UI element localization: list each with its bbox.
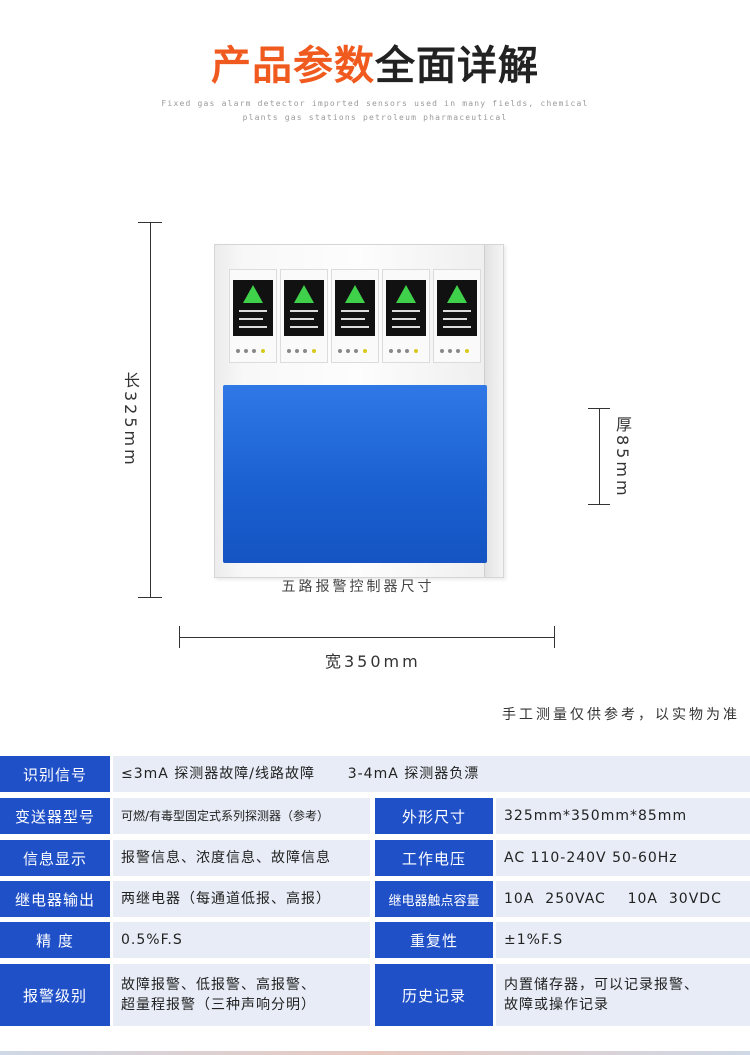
thickness-label: 厚85mm [613,416,632,499]
subtitle-line-2: plants gas stations petroleum pharmaceut… [242,113,508,122]
spec-label: 继电器触点容量 [375,881,493,917]
detector-module [382,269,430,363]
spec-label: 识别信号 [0,756,110,792]
spec-label: 变送器型号 [0,798,110,834]
spec-value: 报警信息、浓度信息、故障信息 [113,840,370,876]
spec-label: 继电器输出 [0,881,110,917]
spec-value: 0.5%F.S [113,922,370,958]
controller-cabinet [214,244,504,578]
thickness-dim-line [599,408,600,504]
spec-row: 继电器输出 两继电器（每通道低报、高报） 继电器触点容量 10A 250VAC … [0,881,750,917]
status-leds [387,349,425,354]
logo-icon [396,285,416,303]
width-label: 宽350mm [325,652,421,671]
front-blue-panel [223,385,487,563]
product-caption: 五路报警控制器尺寸 [281,579,435,595]
thickness-dim-bottom-tick [588,504,610,505]
spec-label: 精 度 [0,922,110,958]
bottom-decor-strip [0,1051,750,1055]
logo-icon [447,285,467,303]
length-dim-bottom-tick [138,597,162,598]
module-screen [233,280,273,336]
spec-value: 10A 250VAC 10A 30VDC [496,881,750,917]
logo-icon [243,285,263,303]
title-highlight: 产品参数 [211,43,375,89]
detector-module [433,269,481,363]
spec-value: ≤3mA 探测器故障/线路故障 3-4mA 探测器负漂 [113,756,750,792]
detector-module [331,269,379,363]
status-leds [234,349,272,354]
status-leds [285,349,323,354]
spec-value: 325mm*350mm*85mm [496,798,750,834]
module-screen [437,280,477,336]
width-dim-line [179,637,554,638]
spec-value: ±1%F.S [496,922,750,958]
detector-module [280,269,328,363]
module-screen [335,280,375,336]
width-dim-right-tick [554,626,555,648]
spec-row: 变送器型号 可燃/有毒型固定式系列探测器（参考） 外形尺寸 325mm*350m… [0,798,750,834]
subtitle-line-1: Fixed gas alarm detector imported sensor… [161,99,589,108]
spec-row: 信息显示 报警信息、浓度信息、故障信息 工作电压 AC 110-240V 50-… [0,840,750,876]
spec-label: 信息显示 [0,840,110,876]
spec-row: 识别信号 ≤3mA 探测器故障/线路故障 3-4mA 探测器负漂 [0,756,750,792]
spec-value: AC 110-240V 50-60Hz [496,840,750,876]
spec-row: 精 度 0.5%F.S 重复性 ±1%F.S [0,922,750,958]
logo-icon [294,285,314,303]
status-leds [336,349,374,354]
length-label: 长325mm [121,372,140,468]
status-leds [438,349,476,354]
spec-label: 工作电压 [375,840,493,876]
length-dim-line [150,222,151,597]
spec-value: 可燃/有毒型固定式系列探测器（参考） [113,798,370,834]
measurement-note: 手工测量仅供参考，以实物为准 [502,707,740,723]
module-screen [284,280,324,336]
spec-label: 历史记录 [375,964,493,1026]
module-screen [386,280,426,336]
page-subtitle: Fixed gas alarm detector imported sensor… [150,97,600,125]
spec-row: 报警级别 故障报警、低报警、高报警、 超量程报警（三种声响分明） 历史记录 内置… [0,964,750,1026]
page-title: 产品参数全面详解 [0,40,750,92]
spec-label: 报警级别 [0,964,110,1026]
logo-icon [345,285,365,303]
spec-value: 内置储存器，可以记录报警、 故障或操作记录 [496,964,750,1026]
detector-module [229,269,277,363]
spec-label: 重复性 [375,922,493,958]
spec-value: 两继电器（每通道低报、高报） [113,881,370,917]
spec-label: 外形尺寸 [375,798,493,834]
spec-value: 故障报警、低报警、高报警、 超量程报警（三种声响分明） [113,964,370,1026]
title-rest: 全面详解 [375,43,539,89]
